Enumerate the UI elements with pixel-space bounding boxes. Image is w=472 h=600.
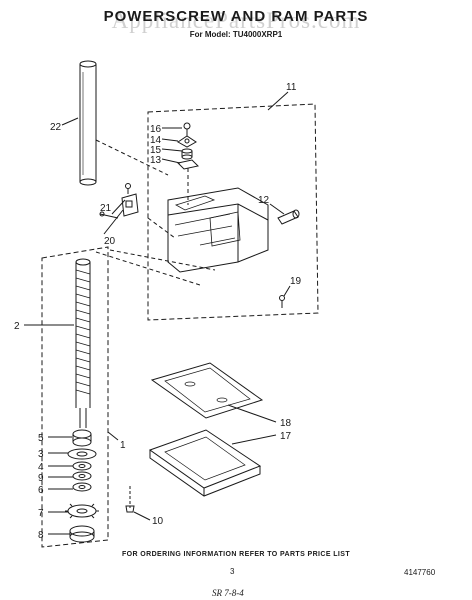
page-title: POWERSCREW AND RAM PARTS [103, 8, 369, 25]
callout-5: 5 [38, 433, 44, 444]
leader-line [231, 434, 277, 445]
washer-part-9 [72, 471, 92, 481]
callout-11: 11 [286, 82, 297, 93]
callout-7: 7 [38, 508, 44, 519]
callout-3: 3 [38, 449, 44, 460]
gear-part-8 [69, 525, 95, 543]
bolt-part-12 [277, 209, 300, 225]
bracket-part-14 [177, 135, 197, 148]
callout-17: 17 [280, 431, 292, 442]
bearing-part-6 [72, 482, 92, 492]
leader-line [227, 404, 277, 423]
callout-20: 20 [104, 236, 116, 247]
plate-part-13 [176, 159, 200, 170]
leader-line [283, 285, 291, 297]
handwritten-signature: SR 7-8-4 [212, 588, 244, 598]
leader-line [161, 138, 179, 142]
ordering-note: FOR ORDERING INFORMATION REFER TO PARTS … [121, 551, 351, 558]
callout-13: 13 [150, 155, 162, 166]
screw-part-16 [183, 122, 191, 136]
callout-16: 16 [150, 124, 162, 135]
callout-4: 4 [38, 462, 44, 473]
callout-1: 1 [120, 440, 126, 451]
callout-19: 19 [290, 276, 302, 287]
callout-21: 21 [100, 203, 112, 214]
callout-6: 6 [38, 485, 44, 496]
connector-line [95, 139, 169, 176]
screw-part-19 [279, 295, 285, 308]
document-part-number: 4147760 [404, 568, 436, 577]
washer-part-3 [67, 448, 97, 460]
frame-part-18 [150, 362, 264, 419]
callout-14: 14 [150, 135, 162, 146]
tray-part-17 [148, 429, 262, 497]
leader-line [107, 431, 119, 441]
sprocket-part-7 [65, 503, 99, 519]
page-number: 3 [230, 567, 235, 576]
powerscrew-part-2 [75, 258, 91, 428]
bearing-part-4 [72, 461, 92, 471]
leader-line [269, 203, 285, 215]
callout-2: 2 [14, 321, 20, 332]
callout-22: 22 [50, 122, 62, 133]
powerscrew-assembly-boundary [41, 246, 109, 548]
ram-assembly-boundary [147, 103, 319, 321]
callout-18: 18 [280, 418, 292, 429]
callout-8: 8 [38, 530, 44, 541]
bushing-part-15 [181, 148, 193, 160]
callout-10: 10 [152, 516, 164, 527]
leader-line [161, 148, 183, 152]
ram-body [167, 187, 269, 273]
screw-part-10 [125, 486, 135, 513]
callout-9: 9 [38, 473, 44, 484]
callout-15: 15 [150, 145, 162, 156]
leader-line [133, 511, 151, 521]
leader-line [61, 117, 79, 126]
model-subtitle: For Model: TU4000XRP1 [189, 30, 283, 39]
leader-line [161, 158, 181, 164]
connector-line [109, 249, 216, 271]
watermark: AppliancePartsPros.com [111, 8, 361, 33]
leader-line [111, 199, 126, 215]
leader-line [103, 209, 124, 235]
switch-part-20 [121, 193, 139, 217]
tube-part-22 [79, 60, 97, 186]
screw-part-21 [99, 183, 131, 219]
connector-line [147, 217, 176, 239]
nut-part-5 [72, 429, 92, 447]
leader-line [267, 91, 289, 111]
callout-12: 12 [258, 195, 270, 206]
